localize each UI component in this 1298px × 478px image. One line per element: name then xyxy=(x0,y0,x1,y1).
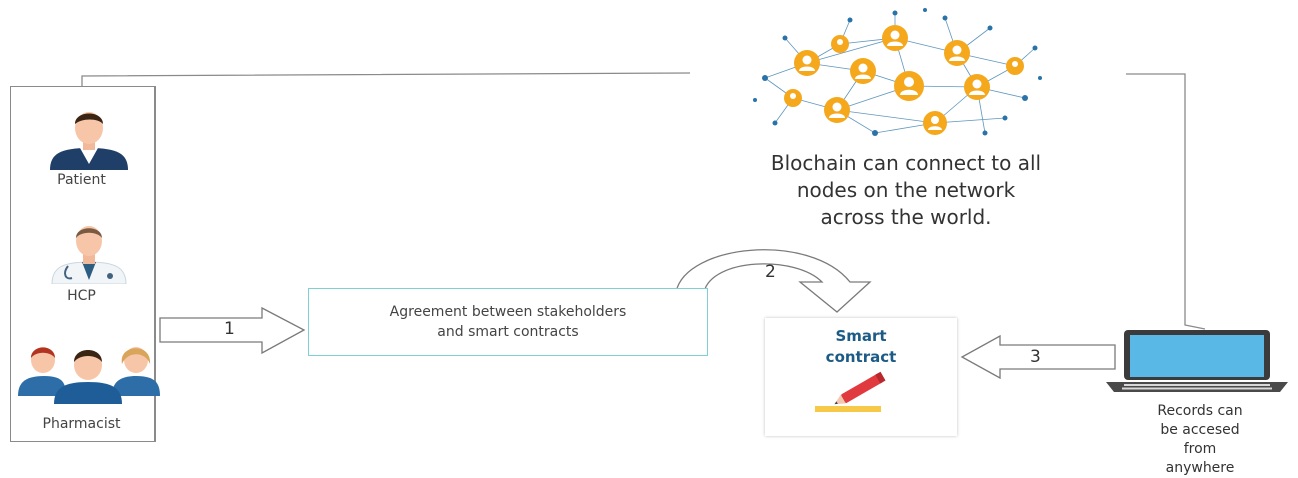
step1-arrow xyxy=(159,306,306,355)
network-connector-line xyxy=(81,72,691,86)
doctor-icon xyxy=(51,226,127,284)
agreement-box: Agreement between stakeholders and smart… xyxy=(308,288,708,356)
records-caption: Records can be accesed from anywhere xyxy=(1157,403,1243,476)
patient-icon xyxy=(50,112,128,170)
smart-contract-card: Smart contract xyxy=(765,318,957,436)
step3-arrow xyxy=(960,334,1116,380)
pencil-icon xyxy=(815,371,886,412)
step3-label: 3 xyxy=(1030,347,1041,367)
laptop-icon xyxy=(1106,330,1288,392)
pharmacists-icon xyxy=(18,347,160,404)
network-caption: Blochain can connect to all nodes on the… xyxy=(770,151,1042,229)
step2-arrow xyxy=(675,249,872,313)
network-icon xyxy=(753,8,1042,136)
smart-contract-title: Smart contract xyxy=(825,327,897,366)
step1-label: 1 xyxy=(224,319,235,339)
stakeholder-label-pharmacist: Pharmacist xyxy=(42,416,121,432)
agreement-text: Agreement between stakeholders and smart… xyxy=(389,304,627,340)
laptop-connector-line xyxy=(1126,73,1206,330)
stakeholder-label-hcp: HCP xyxy=(67,288,96,304)
stakeholder-label-patient: Patient xyxy=(57,172,106,188)
step2-label: 2 xyxy=(765,262,776,282)
